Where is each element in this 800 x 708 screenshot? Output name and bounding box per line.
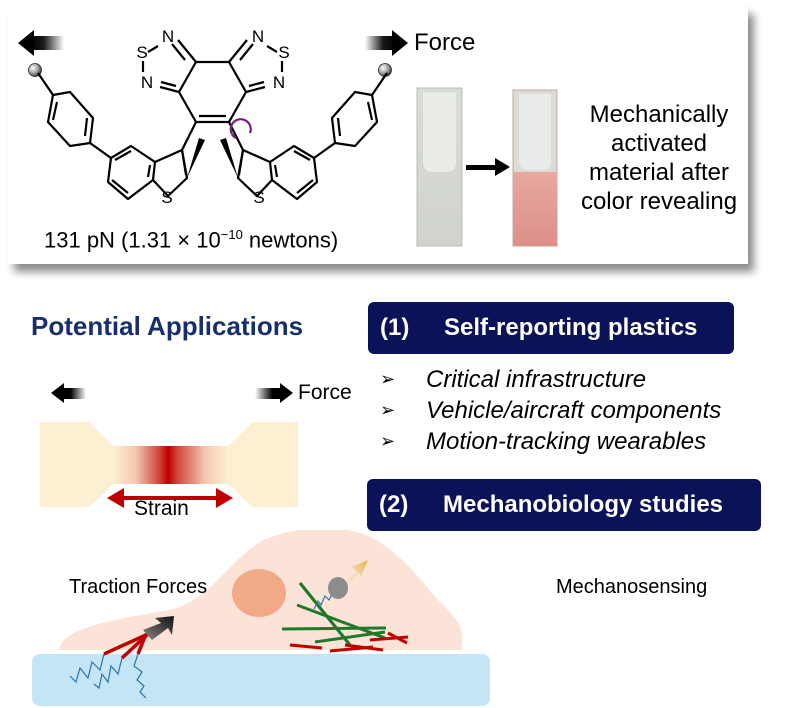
force-arrow-right-icon [255, 383, 293, 403]
atom-n: N [273, 73, 285, 92]
force-value-suffix: newtons) [242, 227, 339, 253]
force-label: Force [414, 29, 476, 56]
rotation-arrow-icon [229, 118, 252, 139]
bullet-item: ➢ Motion-tracking wearables [380, 426, 721, 457]
focal-adhesion-fibers [103, 632, 150, 660]
force-arrow-left-icon [51, 383, 86, 403]
actin-fibers [281, 582, 387, 646]
atom-n: N [162, 27, 174, 46]
bullet-item: ➢ Critical infrastructure [380, 364, 721, 395]
activation-description: Mechanically activated material after co… [572, 100, 746, 216]
transition-arrow-icon [466, 158, 510, 176]
description-line: Mechanically [589, 101, 729, 128]
traction-forces-label: Traction Forces [69, 576, 208, 598]
dogbone-specimen [40, 383, 298, 508]
force-arrow-right-icon [365, 30, 408, 56]
application-bullets: ➢ Critical infrastructure ➢ Vehicle/aircra… [380, 364, 721, 457]
mechanosensing-label: Mechanosensing [556, 576, 708, 598]
atom-s: S [278, 43, 289, 62]
bullet-arrow-icon: ➢ [380, 400, 396, 420]
cell-diagram [32, 530, 490, 706]
substrate [32, 654, 490, 706]
traction-force-arrow-icon [143, 616, 174, 640]
atom-s: S [161, 188, 172, 207]
application-title: Mechanobiology studies [443, 491, 724, 518]
cuvette-after-icon [512, 89, 558, 247]
description-line: color revealing [580, 188, 738, 215]
application-number: (2) [379, 491, 409, 518]
force-value-main: 131 pN (1.31 × 10 [44, 227, 221, 253]
mechanosensing-arrow-icon [345, 560, 368, 586]
strain-label: Strain [134, 497, 189, 520]
atom-n: N [141, 73, 153, 92]
atom-s: S [136, 43, 147, 62]
description-line: activated [610, 130, 708, 157]
bullet-item: ➢ Vehicle/aircraft components [380, 395, 721, 426]
dogbone-force-label: Force [298, 381, 352, 404]
application-pill-1: (1) Self-reporting plastics [368, 302, 734, 354]
strain-arrow-icon [107, 488, 233, 508]
applications-heading: Potential Applications [31, 311, 304, 341]
bullet-arrow-icon: ➢ [380, 369, 396, 389]
force-value-caption: 131 pN (1.31 × 10−10 newtons) [44, 227, 338, 253]
application-pill-2: (2) Mechanobiology studies [367, 479, 761, 531]
nucleus [232, 569, 286, 617]
force-value-exponent: −10 [220, 227, 243, 242]
stress-fibers [289, 631, 409, 653]
molecule-structure: S N N N S N S S [18, 27, 558, 247]
bullet-text: Motion-tracking wearables [426, 428, 707, 455]
bullet-arrow-icon: ➢ [380, 431, 396, 451]
atom-s: S [253, 188, 264, 207]
force-arrow-left-icon [18, 30, 64, 56]
application-number: (1) [380, 314, 410, 341]
bullet-text: Critical infrastructure [426, 366, 647, 393]
mechanosensor-bead-icon [328, 577, 348, 599]
application-title: Self-reporting plastics [444, 314, 698, 341]
spring-icon [313, 591, 334, 610]
spring-icon [69, 653, 147, 699]
atom-n: N [252, 27, 264, 46]
cuvette-before-icon [416, 87, 463, 247]
description-line: material after [588, 159, 730, 186]
bullet-text: Vehicle/aircraft components [426, 397, 722, 424]
